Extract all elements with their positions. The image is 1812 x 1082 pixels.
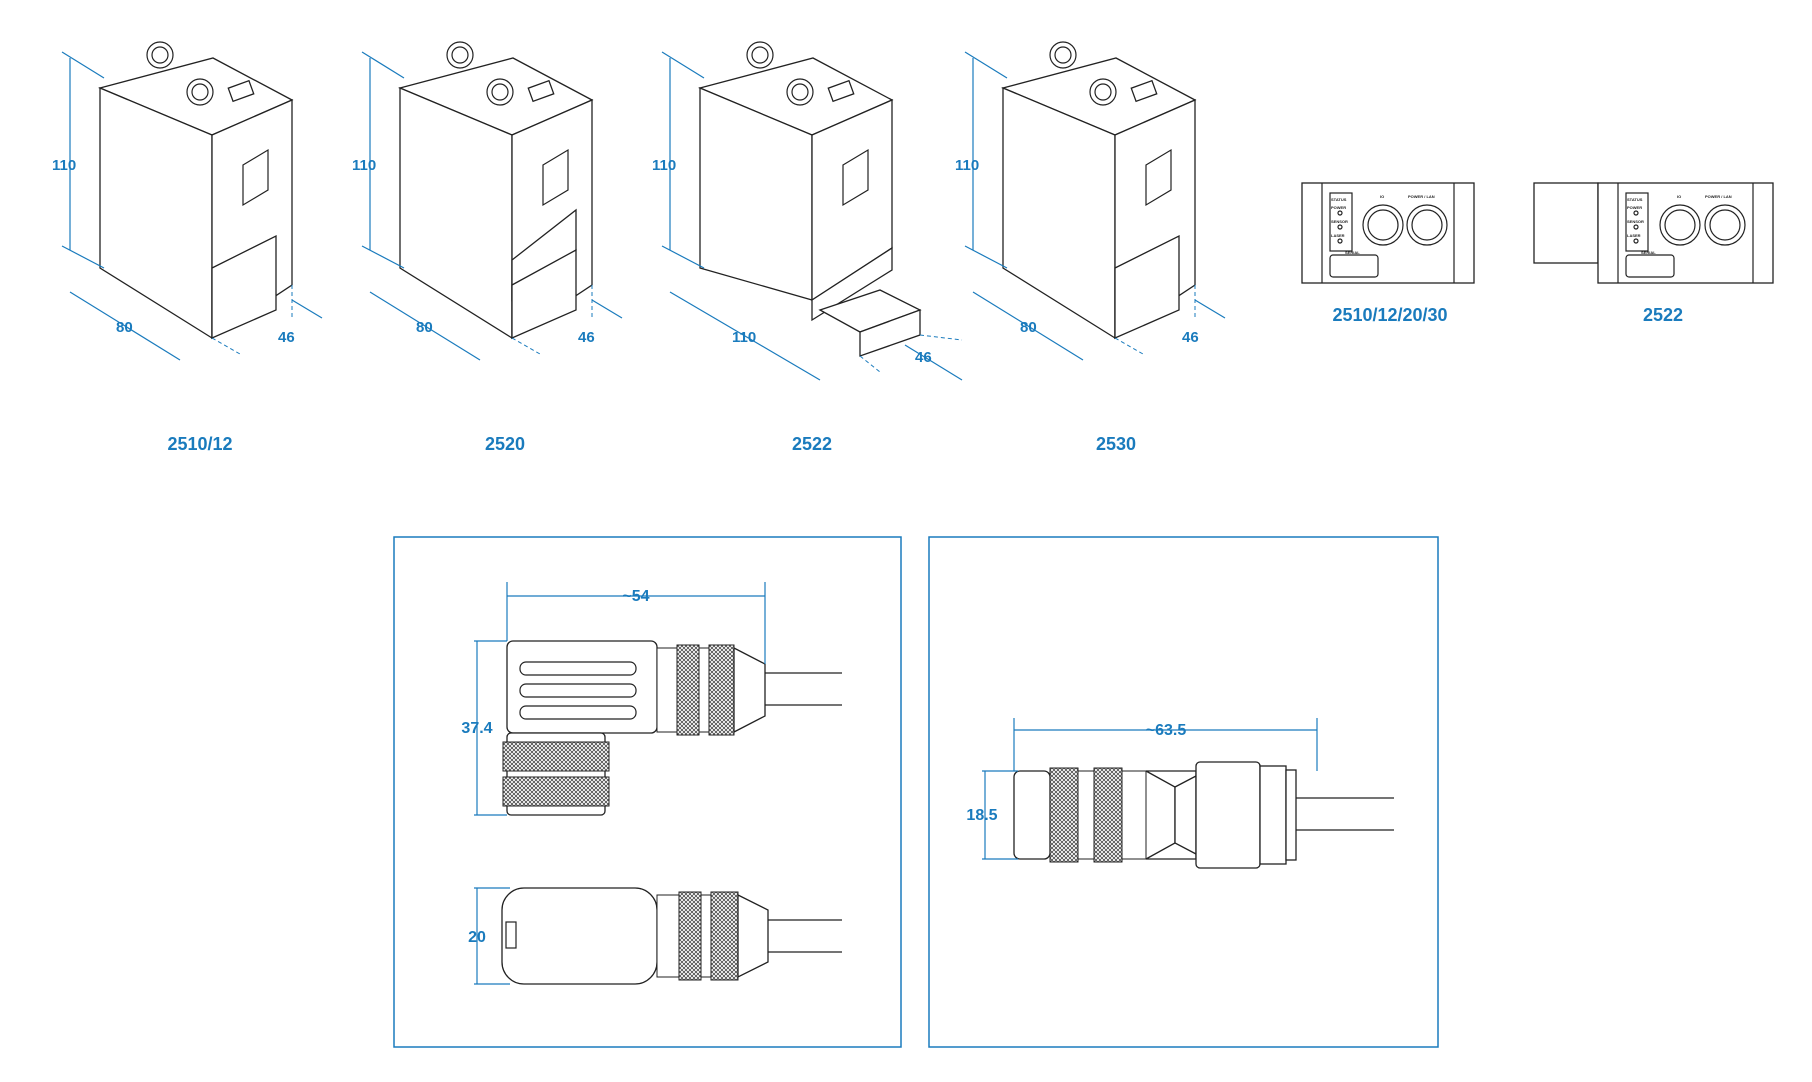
connector-panel-2510-12-20-30: STATUS POWER SENSOR LASER IO POWER / LAN… (1301, 182, 1475, 325)
sensor-2530: 110 80 46 2530 (955, 41, 1226, 454)
length-dimension: 80 (416, 319, 433, 336)
power-label: POWER (1331, 205, 1346, 210)
cable-length-dimension: ~63.5 (1146, 722, 1187, 739)
model-caption: 2522 (792, 434, 832, 454)
sensor-body (1000, 41, 1197, 340)
power-lan-label: POWER / LAN (1408, 194, 1435, 199)
length-dimension: 80 (116, 319, 133, 336)
width-dimension: 46 (278, 329, 295, 346)
model-caption: 2510/12 (167, 434, 232, 454)
straight-cable-box: ~63.5 18.5 (928, 536, 1439, 1048)
sensor-body (697, 41, 922, 357)
height-dimension: 110 (52, 157, 76, 174)
length-dimension: 80 (1020, 319, 1037, 336)
serial-label: SERIAL (1641, 250, 1656, 255)
power-lan-label: POWER / LAN (1705, 194, 1732, 199)
cable-width-dimension: 20 (468, 929, 486, 946)
io-label: IO (1380, 194, 1384, 199)
laser-label: LASER (1331, 233, 1345, 238)
height-dimension: 110 (955, 157, 979, 174)
model-caption: 2520 (485, 434, 525, 454)
model-caption: 2530 (1096, 434, 1136, 454)
laser-label: LASER (1627, 233, 1641, 238)
dimension-lines (964, 51, 1226, 361)
sensor-body (397, 41, 594, 340)
cable-height-dimension: 37.4 (461, 720, 492, 737)
sensor-2520: 110 80 46 2520 (352, 41, 623, 454)
connector-panel-2522: STATUS POWER SENSOR LASER IO POWER / LAN… (1533, 182, 1774, 325)
width-dimension: 46 (915, 349, 932, 366)
status-label: STATUS (1331, 197, 1347, 202)
dimension-lines (361, 51, 623, 361)
cable-diameter-dimension: 18.5 (966, 807, 997, 824)
sensor-2522: 110 110 46 2522 (652, 41, 963, 454)
panel-caption: 2510/12/20/30 (1332, 305, 1447, 325)
height-dimension: 110 (352, 157, 376, 174)
power-label: POWER (1627, 205, 1642, 210)
panel-caption: 2522 (1643, 305, 1683, 325)
dimension-lines (661, 51, 963, 381)
io-label: IO (1677, 194, 1681, 199)
cable-length-dimension: ~54 (622, 588, 649, 605)
sensor-body (97, 41, 294, 340)
sensor-label: SENSOR (1627, 219, 1644, 224)
length-dimension: 110 (732, 329, 756, 346)
sensor-label: SENSOR (1331, 219, 1348, 224)
status-label: STATUS (1627, 197, 1643, 202)
serial-label: SERIAL (1345, 250, 1360, 255)
width-dimension: 46 (1182, 329, 1199, 346)
sensor-2510-12: 110 80 46 2510/12 (52, 41, 323, 454)
angled-cable-box: ~54 37.4 20 (393, 536, 902, 1048)
width-dimension: 46 (578, 329, 595, 346)
height-dimension: 110 (652, 157, 676, 174)
dimension-lines (61, 51, 323, 361)
